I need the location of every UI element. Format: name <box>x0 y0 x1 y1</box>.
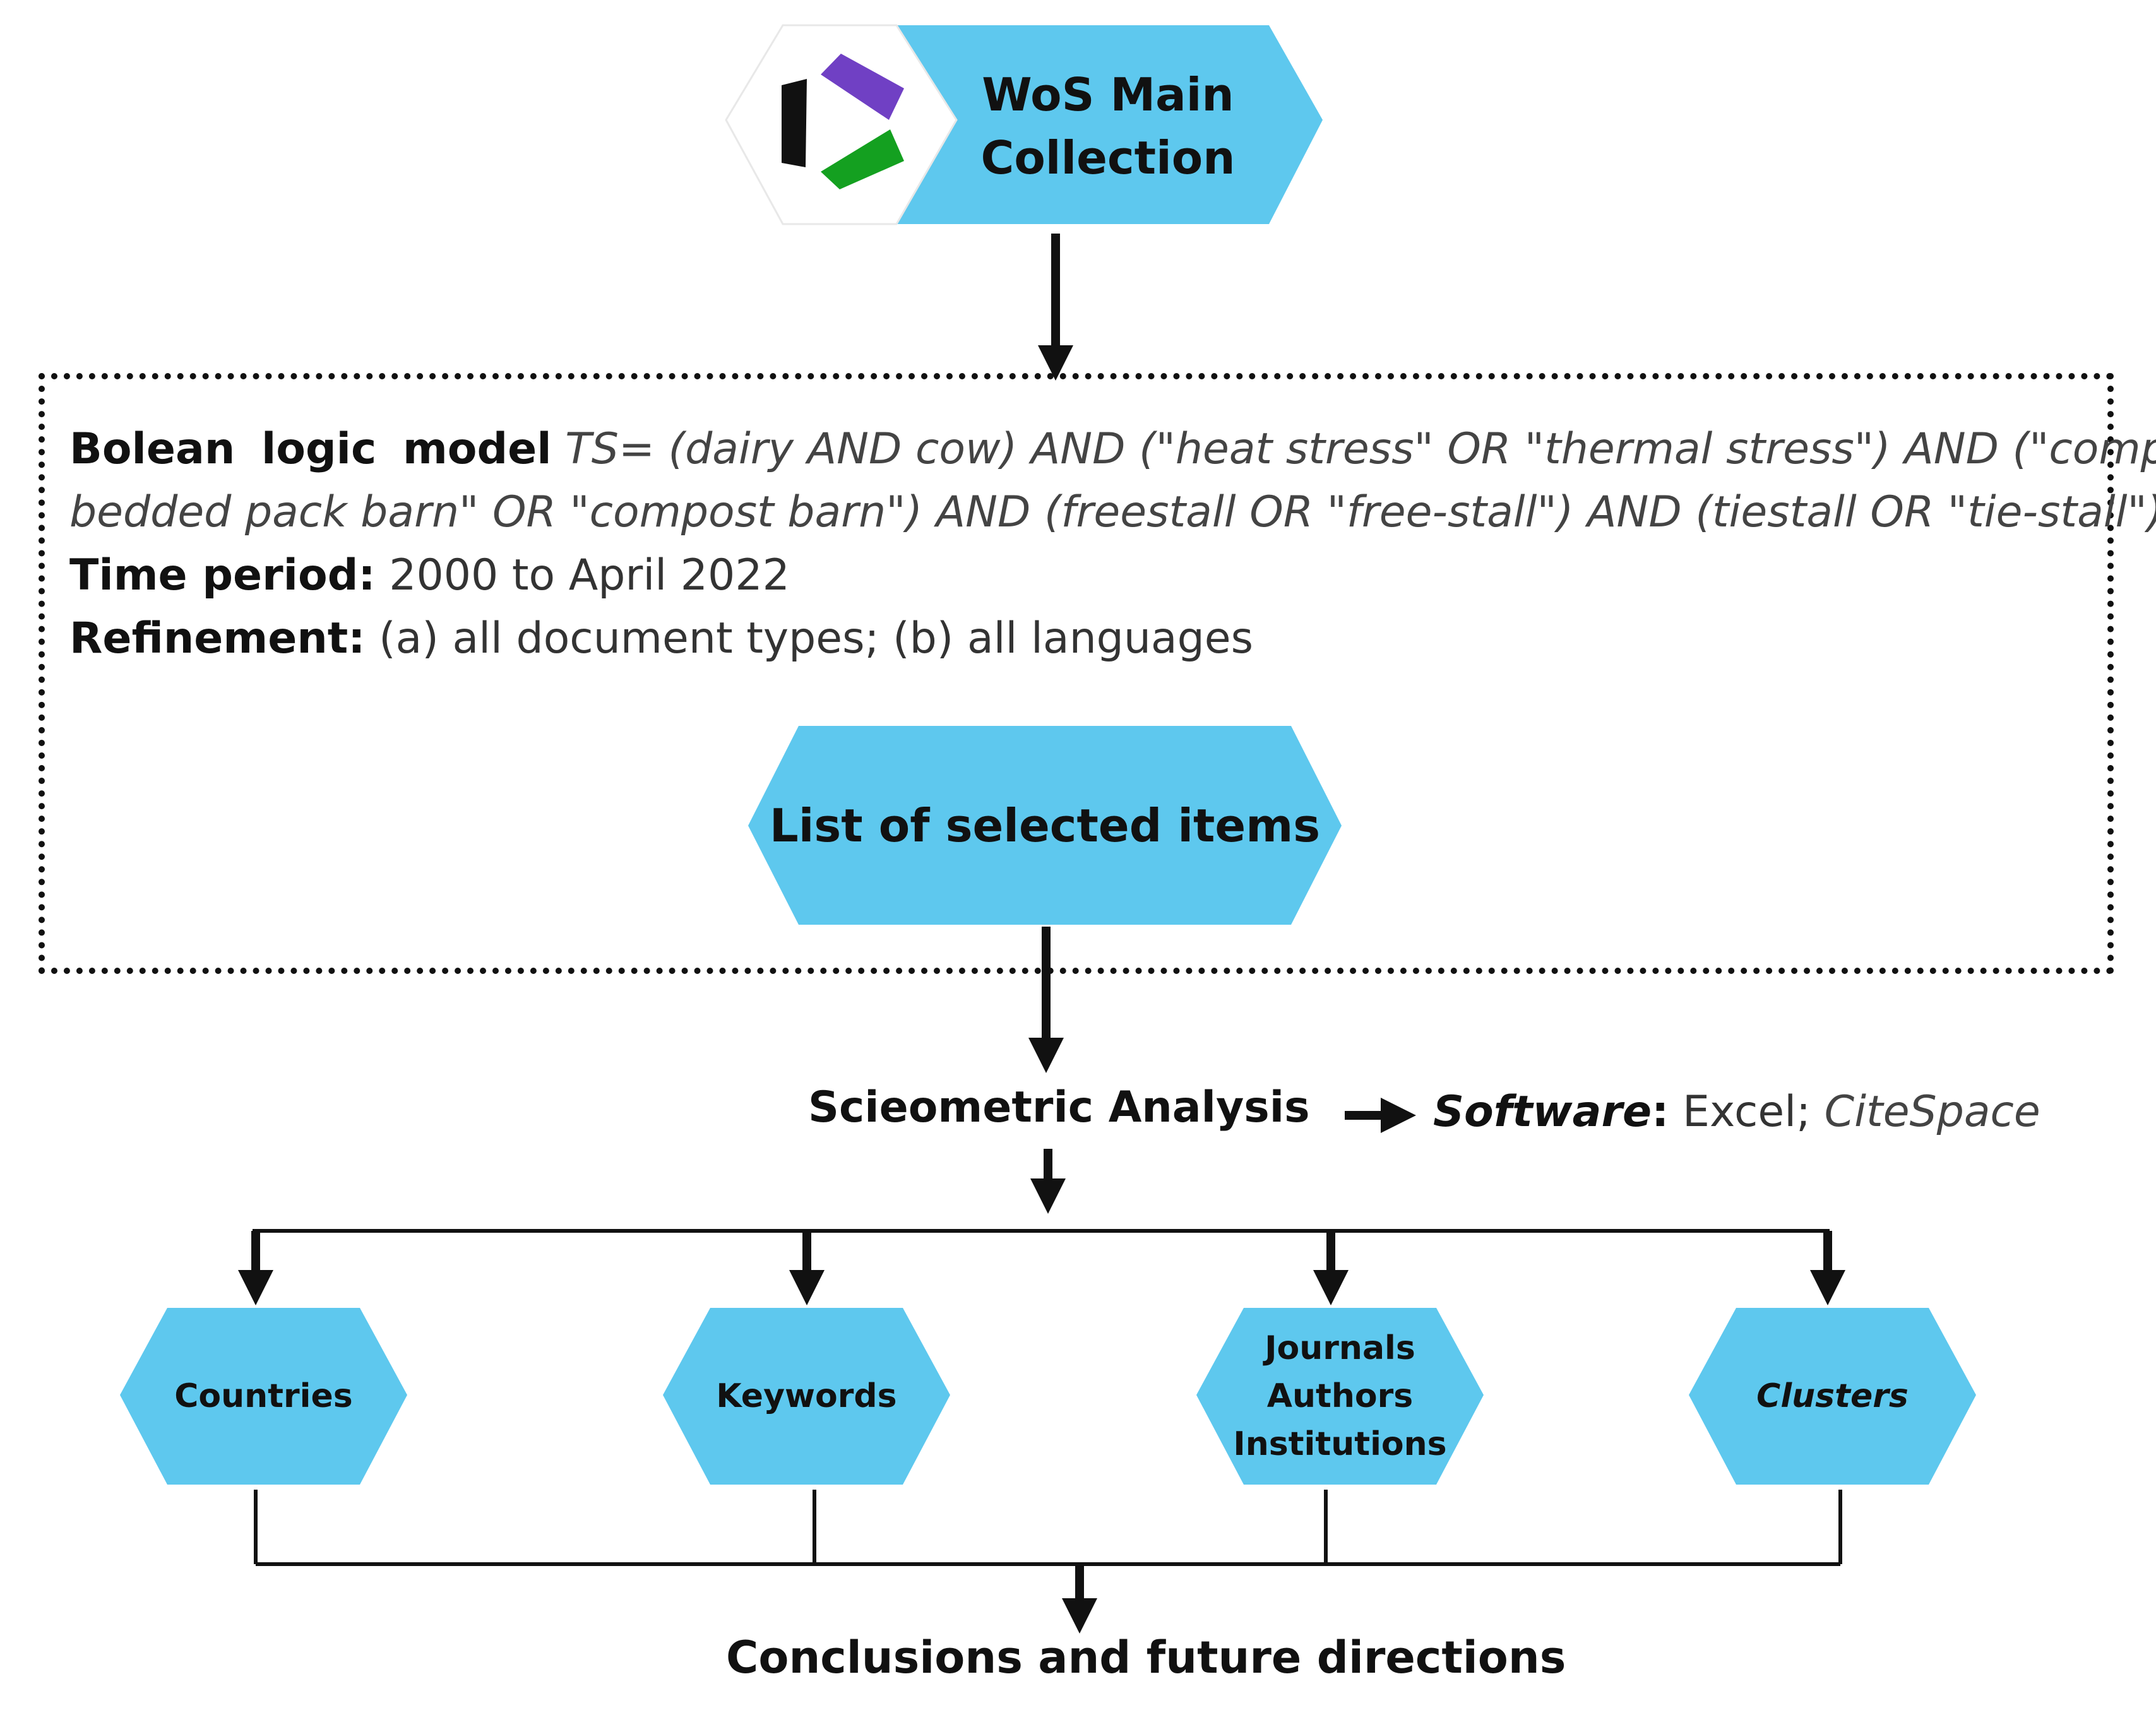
authors-label: Authors <box>1266 1377 1414 1415</box>
boolean-query-line2: bedded pack barn" OR "compost barn") AND… <box>69 487 2156 537</box>
keywords-label: Keywords <box>716 1377 897 1415</box>
wos-label-line2: Collection <box>980 131 1236 184</box>
journals-label: Journals <box>1265 1329 1415 1367</box>
boolean-label: Bolean logic model <box>69 424 552 474</box>
countries-node-label: Countries <box>152 1308 376 1485</box>
clusters-node-shape <box>1689 1308 1976 1485</box>
wos-label-line1: WoS Main <box>982 68 1234 121</box>
software-citespace: CiteSpace <box>1824 1087 2040 1137</box>
selected-node-shape <box>748 726 1342 925</box>
analysis-title: Scieometric Analysis <box>808 1083 1310 1132</box>
time-value: 2000 to April 2022 <box>389 550 790 600</box>
journals-node-shape <box>1196 1308 1484 1485</box>
wos-node-label: WoS Main Collection <box>960 60 1256 193</box>
merge-lines <box>254 1490 1842 1566</box>
software-line: Software: Excel; CiteSpace <box>1433 1087 2040 1137</box>
keywords-node-shape <box>663 1308 950 1485</box>
clarivate-logo-icon <box>782 54 904 189</box>
query-box <box>39 373 2114 974</box>
boolean-query-line1: TS= (dairy AND cow) AND ("heat stress" O… <box>565 424 2156 474</box>
software-excel: Excel; <box>1682 1087 1811 1137</box>
keywords-node-label: Keywords <box>694 1308 919 1485</box>
clusters-node-label: Clusters <box>1720 1308 1945 1485</box>
countries-node-shape <box>120 1308 407 1485</box>
institutions-label: Institutions <box>1233 1425 1447 1463</box>
boolean-line-1: Bolean logic model TS= (dairy AND cow) A… <box>69 418 2156 481</box>
clusters-label: Clusters <box>1756 1377 1909 1415</box>
refinement-value: (a) all document types; (b) all language… <box>379 614 1254 663</box>
boolean-line-2: bedded pack barn" OR "compost barn") AND… <box>69 481 2156 544</box>
time-period-line: Time period: 2000 to April 2022 <box>69 544 2115 607</box>
wos-logo-background <box>725 24 958 225</box>
conclusion-label: Conclusions and future directions <box>726 1632 1566 1683</box>
time-label: Time period: <box>69 550 376 600</box>
journals-node-label: Journals Authors Institutions <box>1228 1308 1452 1485</box>
selected-node-label: List of selected items <box>769 799 1321 852</box>
refinement-line: Refinement: (a) all document types; (b) … <box>69 607 2115 670</box>
software-label: Software <box>1433 1087 1652 1137</box>
refinement-label: Refinement: <box>69 614 366 663</box>
countries-label: Countries <box>174 1377 353 1415</box>
software-colon: : <box>1652 1087 1669 1137</box>
